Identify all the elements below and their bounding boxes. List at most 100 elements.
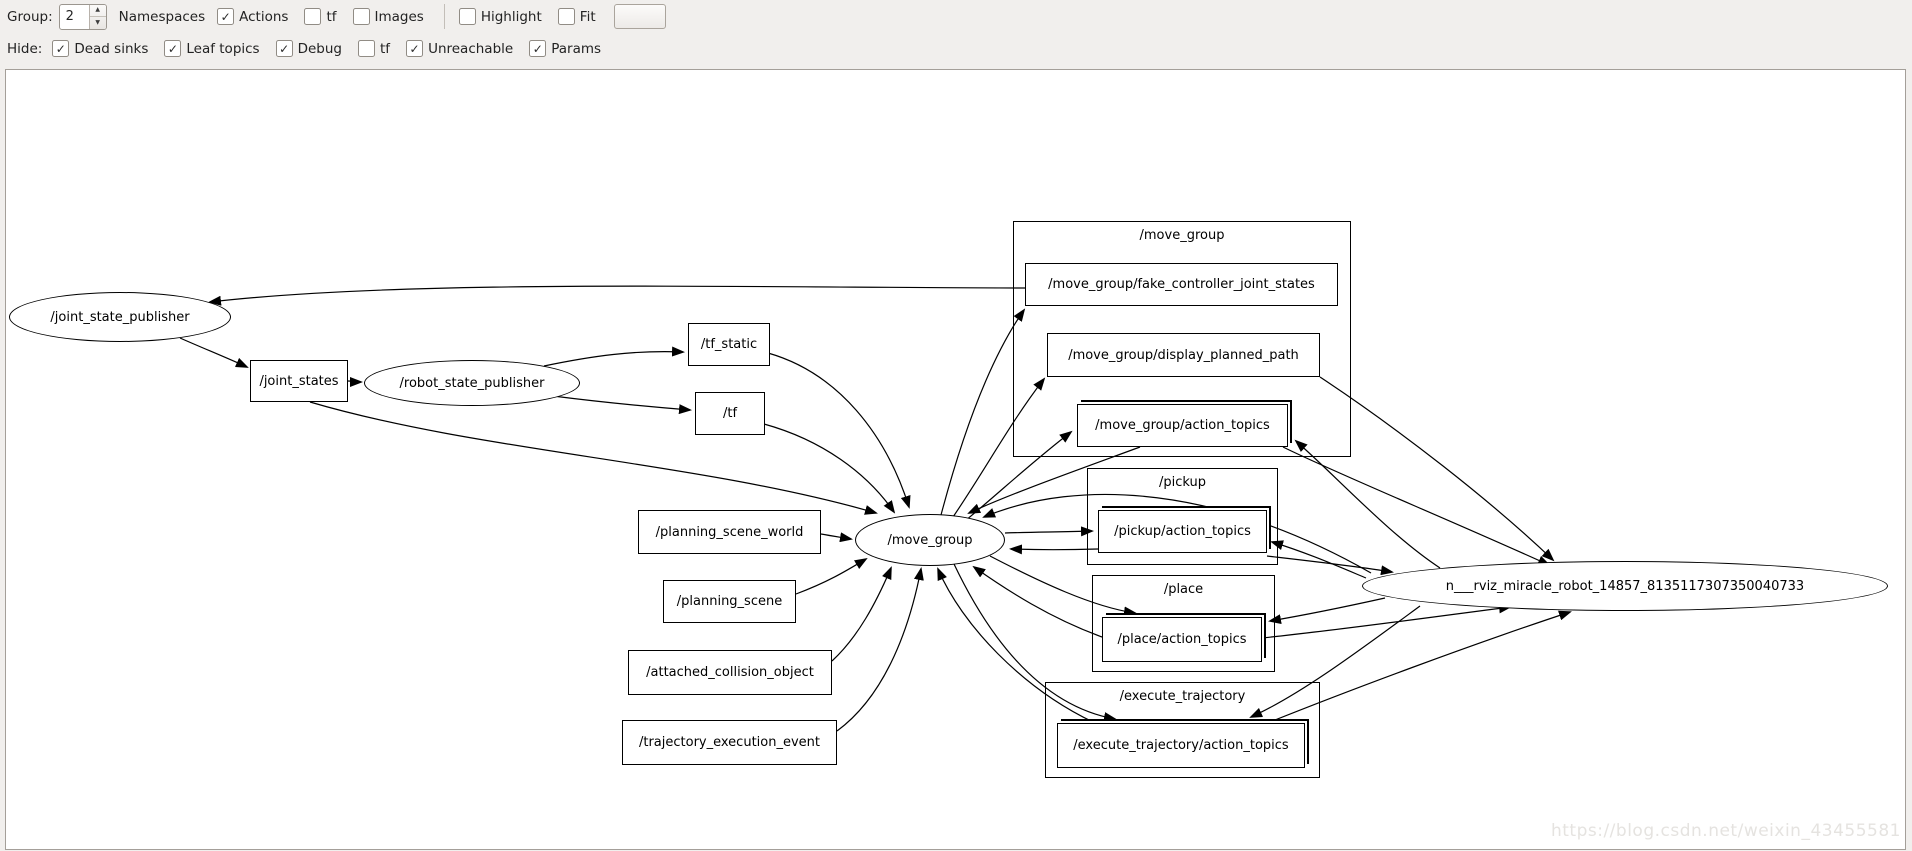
- refresh-graph-button[interactable]: [613, 4, 666, 29]
- graph-edge-joint-states-to-move-group: [309, 401, 878, 515]
- node-label: /planning_scene_world: [655, 524, 804, 540]
- node-planning-scene-world-topic[interactable]: /planning_scene_world: [638, 510, 821, 554]
- cluster-title-move-group-namespace: /move_group: [1139, 228, 1225, 243]
- node-move-group-node[interactable]: /move_group: [855, 514, 1005, 566]
- node-label: /joint_state_publisher: [50, 309, 190, 325]
- graph-edge-rviz-to-pickup-action-topics: [1270, 540, 1367, 579]
- checkbox-images[interactable]: Images: [352, 8, 424, 25]
- node-place-action-topics[interactable]: /place/action_topics: [1102, 617, 1262, 662]
- checkbox-tf-group-box[interactable]: [304, 8, 322, 25]
- graph-edge-planning-scene-to-move-group: [795, 557, 868, 595]
- checkbox-images-label: Images: [374, 8, 424, 25]
- checkbox-actions-label: Actions: [239, 8, 289, 25]
- cluster-title-execute-trajectory-namespace: /execute_trajectory: [1119, 689, 1246, 704]
- node-robot-state-publisher[interactable]: /robot_state_publisher: [364, 360, 580, 406]
- node-label: /move_group/action_topics: [1095, 418, 1270, 433]
- node-label: /move_group/display_planned_path: [1068, 347, 1299, 363]
- checkbox-dead-sinks-box[interactable]: ✓: [52, 40, 70, 57]
- checkbox-unreachable-box[interactable]: ✓: [406, 40, 424, 57]
- node-label: /trajectory_execution_event: [638, 735, 820, 750]
- checkbox-highlight-label: Highlight: [480, 8, 542, 25]
- node-tf-topic[interactable]: /tf: [695, 392, 765, 435]
- graph-edge-action-topics-to-rviz: [1282, 446, 1551, 566]
- node-label: /place/action_topics: [1117, 632, 1247, 647]
- graph-edge-place-action-topics-to-rviz: [1261, 603, 1512, 639]
- cluster-title-place-namespace: /place: [1163, 582, 1204, 597]
- toolbar-separator: [443, 4, 445, 29]
- spinner-up-icon[interactable]: ▲: [89, 5, 106, 17]
- checkbox-hide-tf-label: tf: [380, 40, 391, 57]
- graph-edge-attached-collision-object-to-move-group: [831, 566, 892, 662]
- graph-edge-robot-state-publisher-to-tf: [552, 395, 692, 415]
- node-move-group-action-topics[interactable]: /move_group/action_topics: [1077, 404, 1288, 447]
- checkbox-params[interactable]: ✓ Params: [529, 40, 601, 57]
- checkbox-params-box[interactable]: ✓: [529, 40, 547, 57]
- checkbox-unreachable[interactable]: ✓ Unreachable: [406, 40, 513, 57]
- checkbox-highlight[interactable]: Highlight: [458, 8, 542, 25]
- node-label: /planning_scene: [676, 594, 783, 609]
- checkbox-leaf-topics-box[interactable]: ✓: [164, 40, 182, 57]
- graph-edge-rviz-to-place-action-topics: [1268, 597, 1386, 625]
- node-planning-scene-topic[interactable]: /planning_scene: [663, 580, 796, 623]
- cluster-title-pickup-namespace: /pickup: [1158, 475, 1206, 490]
- node-label: /tf_static: [700, 337, 758, 352]
- group-spinner-buttons[interactable]: ▲ ▼: [88, 4, 106, 29]
- graph-edge-tf-to-move-group: [763, 423, 896, 514]
- checkbox-debug[interactable]: ✓ Debug: [275, 40, 343, 57]
- group-label: Group:: [7, 8, 53, 25]
- checkbox-tf-group[interactable]: tf: [304, 8, 337, 25]
- checkbox-debug-label: Debug: [297, 40, 343, 57]
- graph-edge-joint-states-to-robot-state-publisher: [347, 376, 363, 387]
- graph-edge-place-action-topics-to-move-group: [972, 565, 1103, 638]
- node-label: /attached_collision_object: [646, 665, 814, 680]
- checkbox-actions[interactable]: ✓ Actions: [217, 8, 288, 25]
- checkbox-highlight-box[interactable]: [458, 8, 476, 25]
- node-label: /robot_state_publisher: [399, 375, 545, 391]
- checkbox-leaf-topics-label: Leaf topics: [186, 40, 260, 57]
- graph-edge-robot-state-publisher-to-tf-static: [543, 346, 685, 367]
- graph-edge-move-group-to-fake-controller-joint-states: [940, 308, 1026, 516]
- group-spinner-value[interactable]: 2: [65, 9, 74, 24]
- graph-edge-display-planned-path-to-rviz: [1319, 376, 1555, 562]
- checkbox-fit-box[interactable]: [557, 8, 575, 25]
- graph-edge-rviz-to-action-topics: [1294, 439, 1441, 569]
- graph-edge-planning-scene-world-to-move-group: [820, 532, 853, 543]
- checkbox-dead-sinks[interactable]: ✓ Dead sinks: [52, 40, 148, 57]
- node-attached-collision-object-topic[interactable]: /attached_collision_object: [628, 650, 832, 695]
- node-pickup-action-topics[interactable]: /pickup/action_topics: [1098, 510, 1267, 553]
- watermark-text: https://blog.csdn.net/weixin_43455581: [1550, 821, 1901, 841]
- node-label: n___rviz_miracle_robot_14857_81351173073…: [1445, 578, 1805, 594]
- node-execute-trajectory-action-topics[interactable]: /execute_trajectory/action_topics: [1057, 723, 1305, 768]
- group-spinner[interactable]: 2 ▲ ▼: [58, 3, 107, 30]
- node-display-planned-path-topic[interactable]: /move_group/display_planned_path: [1047, 333, 1320, 377]
- checkbox-images-box[interactable]: [352, 8, 370, 25]
- checkbox-tf-group-label: tf: [326, 8, 337, 25]
- checkbox-fit-label: Fit: [579, 8, 596, 25]
- checkbox-leaf-topics[interactable]: ✓ Leaf topics: [164, 40, 260, 57]
- graph-edge-fake-controller-joint-states-to-joint-state-publisher: [208, 285, 1026, 306]
- node-joint-state-publisher[interactable]: /joint_state_publisher: [9, 292, 231, 342]
- node-tf-static-topic[interactable]: /tf_static: [688, 323, 770, 366]
- checkbox-actions-box[interactable]: ✓: [217, 8, 235, 25]
- checkbox-dead-sinks-label: Dead sinks: [74, 40, 149, 57]
- checkbox-params-label: Params: [551, 40, 602, 57]
- node-label: /joint_states: [259, 373, 339, 389]
- spinner-down-icon[interactable]: ▼: [95, 18, 100, 26]
- node-trajectory-execution-event-topic[interactable]: /trajectory_execution_event: [622, 720, 837, 765]
- node-rviz-node[interactable]: n___rviz_miracle_robot_14857_81351173073…: [1362, 561, 1888, 611]
- checkbox-hide-tf-box[interactable]: [358, 40, 376, 57]
- node-label: /pickup/action_topics: [1114, 524, 1251, 539]
- cluster-execute-trajectory-namespace: /execute_trajectory: [1045, 682, 1320, 778]
- checkbox-fit[interactable]: Fit: [557, 8, 596, 25]
- node-fake-controller-joint-states-topic[interactable]: /move_group/fake_controller_joint_states: [1025, 263, 1338, 306]
- graph-edge-tf-static-to-move-group: [767, 352, 911, 509]
- checkbox-hide-tf[interactable]: tf: [358, 40, 390, 57]
- graph-edge-pickup-action-topics-to-move-group: [1009, 544, 1099, 555]
- node-label: /move_group: [887, 532, 973, 548]
- toolbar-row-filters: Group: 2 ▲ ▼ Namespaces ✓ Actions tf Ima…: [0, 3, 1912, 30]
- node-joint-states-topic[interactable]: /joint_states: [250, 360, 348, 402]
- rqt-graph-toolbar: Group: 2 ▲ ▼ Namespaces ✓ Actions tf Ima…: [0, 0, 1912, 69]
- node-label: /tf: [722, 406, 738, 421]
- checkbox-debug-box[interactable]: ✓: [275, 40, 293, 57]
